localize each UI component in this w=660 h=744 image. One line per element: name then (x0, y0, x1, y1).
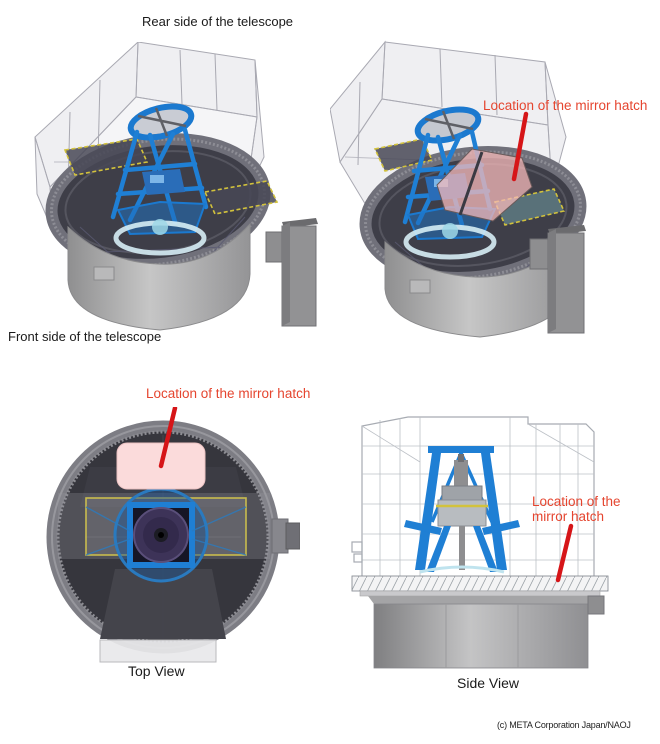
hatch-leader-line (511, 111, 529, 182)
telescope-side-structure (404, 446, 520, 574)
front-side-label: Front side of the telescope (8, 329, 162, 344)
observing-floor (351, 575, 609, 597)
telescope-truss (110, 103, 209, 256)
mirror-hatch-label-rear: Location of the mirror hatch (483, 98, 648, 113)
mirror-hatch-label-side-line1: Location of the (532, 494, 621, 509)
side-view (351, 416, 609, 669)
mirror-hatch-label-side-line2: mirror hatch (532, 509, 605, 524)
mirror-hatch-label-top: Location of the mirror hatch (146, 386, 311, 401)
credit-line: (c) META Corporation Japan/NAOJ (497, 720, 631, 730)
mirror-hatch-label-side: Location of the mirror hatch (532, 494, 621, 524)
platforms (63, 138, 279, 215)
telescope-top-assembly (85, 487, 247, 583)
base-access-box (409, 279, 431, 294)
rear-isometric-view-hatch (330, 40, 587, 338)
side-view-caption: Side View (457, 675, 520, 691)
base-cylinder (67, 222, 251, 331)
top-view-caption: Top View (128, 663, 185, 679)
hatch-leader-line (158, 407, 178, 469)
pier-base (368, 595, 605, 669)
hatch-leader-line (555, 523, 574, 583)
platforms (373, 138, 566, 226)
rear-side-label: Rear side of the telescope (142, 14, 294, 29)
base-access-box (93, 266, 115, 281)
side-column (265, 218, 318, 327)
side-protrusion (271, 518, 300, 554)
top-view (46, 407, 300, 663)
bottom-tab (99, 639, 217, 663)
side-column (529, 225, 586, 334)
rear-isometric-view (34, 42, 318, 331)
mirror-hatch-highlight (436, 148, 533, 222)
